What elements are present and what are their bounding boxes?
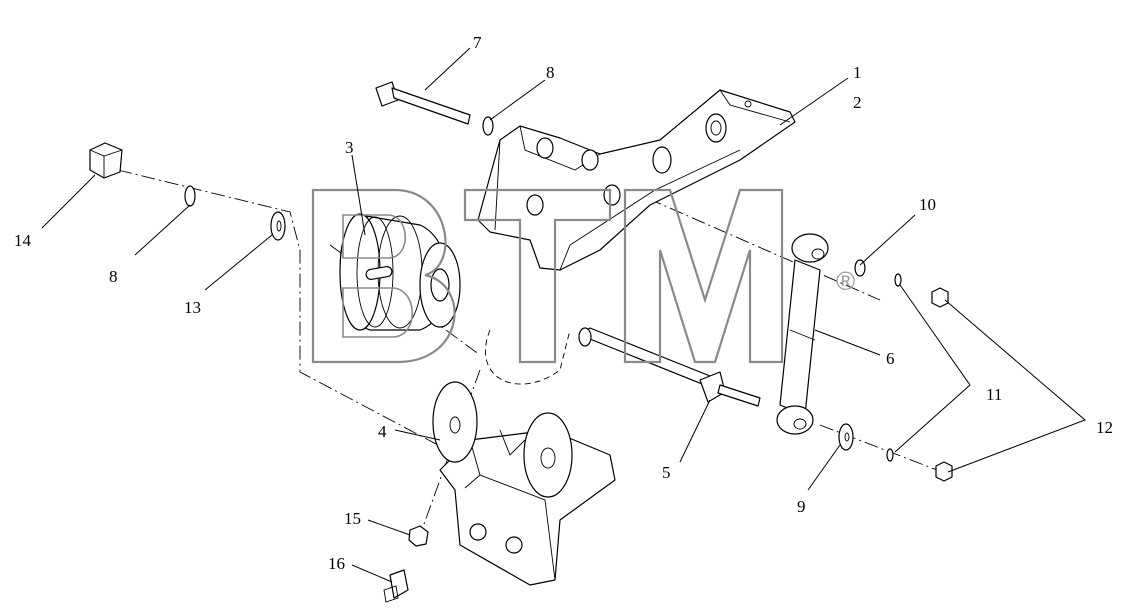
flat-washer-shock-upper xyxy=(854,259,866,277)
callout-4: 4 xyxy=(378,422,387,441)
leader-lines xyxy=(41,47,1086,583)
lock-washer-shock-lower xyxy=(886,448,894,462)
flat-washer-shock-lower xyxy=(838,423,854,451)
callout-12: 12 xyxy=(1096,418,1113,437)
watermark-logo: ® xyxy=(311,188,855,364)
lock-washer-left xyxy=(184,185,196,207)
callout-2: 2 xyxy=(853,93,862,112)
callout-14: 14 xyxy=(14,231,32,250)
hex-nut-left xyxy=(89,142,123,179)
lower-bracket xyxy=(432,329,616,586)
callout-9: 9 xyxy=(797,497,806,516)
callout-13: 13 xyxy=(184,298,201,317)
callout-7: 7 xyxy=(473,33,482,52)
callout-1: 1 xyxy=(853,63,862,82)
hex-bolt xyxy=(375,81,471,125)
small-bolt-bottom xyxy=(383,569,409,603)
shock-absorber xyxy=(776,233,829,435)
callout-3: 3 xyxy=(345,138,354,157)
callout-10: 10 xyxy=(919,195,936,214)
upper-bracket-arm xyxy=(477,89,796,271)
callout-6: 6 xyxy=(886,349,895,368)
small-nut-bottom xyxy=(408,525,429,547)
hex-nut-shock-lower xyxy=(935,461,953,482)
callout-15: 15 xyxy=(344,509,361,528)
registered-mark: ® xyxy=(836,266,855,296)
rubber-bushing xyxy=(339,213,461,331)
callout-16: 16 xyxy=(328,554,345,573)
flat-washer-left xyxy=(270,211,286,241)
mounting-pin xyxy=(578,327,761,407)
hex-nut-shock-upper xyxy=(931,287,949,308)
callout-8-left: 8 xyxy=(109,267,118,286)
callout-11: 11 xyxy=(986,385,1002,404)
callout-labels: 7 8 1 2 3 4 5 6 8 9 10 11 12 13 14 15 16 xyxy=(14,33,1113,573)
lock-washer-shock-upper xyxy=(894,273,902,287)
callout-8-upper: 8 xyxy=(546,63,555,82)
lock-washer-upper xyxy=(482,116,494,136)
callout-5: 5 xyxy=(662,463,671,482)
